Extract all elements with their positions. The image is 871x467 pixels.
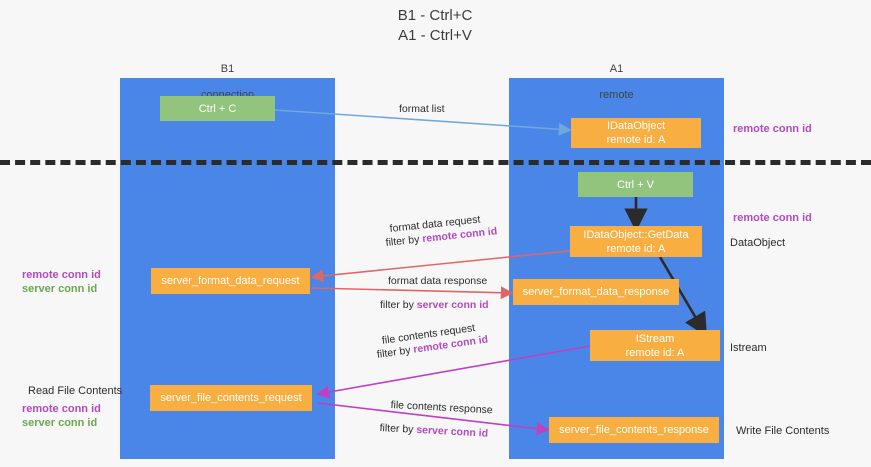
edge-label-fdresp-filter-prefix: filter by [380, 299, 417, 311]
lane-title-b1-line1: B1 [220, 63, 235, 75]
box-server-file-contents-request[interactable]: server_file_contents_request [150, 385, 312, 411]
annotation-read-file-contents: Read File Contents [28, 385, 123, 397]
annotation-istream: Istream [730, 342, 767, 354]
box-server-format-data-response[interactable]: server_format_data_response [513, 279, 679, 305]
box-idataobject[interactable]: IDataObject remote id: A [571, 118, 701, 148]
lane-title-b1: B1 connection [150, 50, 305, 102]
box-ctrl-v[interactable]: Ctrl + V [578, 172, 693, 197]
lane-title-a1-line1: A1 [609, 63, 624, 75]
edge-label-file-contents-response: file contents response [390, 398, 493, 417]
box-idataobject-getdata[interactable]: IDataObject::GetData remote id: A [570, 226, 702, 257]
connector-format-data-response [311, 286, 514, 300]
box-server-file-contents-request-label: server_file_contents_request [160, 392, 302, 404]
box-istream[interactable]: IStream remote id: A [590, 330, 720, 361]
box-getdata-label: IDataObject::GetData [583, 228, 689, 241]
edge-label-format-data-response-filter: filter by server conn id [380, 298, 489, 312]
box-ctrl-c[interactable]: Ctrl + C [160, 96, 275, 121]
box-server-format-data-request[interactable]: server_format_data_request [151, 268, 310, 294]
annotation-left-remote-conn-id-2: remote conn id [22, 403, 101, 415]
box-ctrl-v-label: Ctrl + V [617, 178, 654, 191]
box-istream-sub: remote id: A [625, 346, 685, 359]
annotation-left-server-conn-id: server conn id [22, 283, 98, 295]
section-separator [0, 160, 871, 165]
box-server-file-contents-response[interactable]: server_file_contents_response [549, 417, 719, 443]
edge-label-format-list: format list [399, 103, 445, 115]
box-istream-label: IStream [635, 332, 675, 345]
edge-label-fcresp-text: file contents response [390, 398, 493, 417]
annotation-dataobject: DataObject [730, 237, 786, 249]
box-ctrl-c-label: Ctrl + C [198, 102, 237, 115]
edge-label-fcresp-filter-prefix: filter by [379, 421, 417, 436]
page-title-line2: A1 - Ctrl+V [398, 27, 472, 44]
lane-title-a1: A1 remote [539, 50, 694, 102]
edge-label-fdreq-filter-prefix: filter by [385, 233, 423, 249]
edge-label-fcreq-filter-prefix: filter by [376, 343, 415, 361]
box-idataobject-sub: remote id: A [606, 134, 666, 146]
annotation-write-file-contents: Write File Contents [736, 425, 830, 437]
box-server-format-data-request-label: server_format_data_request [161, 275, 300, 287]
page-title-line1: B1 - Ctrl+C [397, 7, 473, 24]
box-getdata-sub: remote id: A [606, 242, 666, 255]
annotation-left-server-conn-id-2: server conn id [22, 417, 98, 429]
edge-label-format-data-response: format data response [388, 275, 488, 287]
annotation-remote-conn-id-top: remote conn id [733, 123, 812, 135]
edge-label-fcresp-filter-key: server conn id [416, 423, 489, 440]
lane-title-a1-line2: remote [599, 89, 634, 101]
annotation-left-remote-conn-id: remote conn id [22, 269, 101, 281]
edge-label-fdresp-filter-key: server conn id [416, 299, 489, 311]
box-idataobject-label: IDataObject [606, 120, 666, 132]
edge-label-file-contents-response-filter: filter by server conn id [379, 421, 488, 441]
box-server-file-contents-response-label: server_file_contents_response [559, 424, 709, 436]
annotation-remote-conn-id-mid: remote conn id [733, 212, 812, 224]
box-server-format-data-response-label: server_format_data_response [522, 286, 670, 298]
